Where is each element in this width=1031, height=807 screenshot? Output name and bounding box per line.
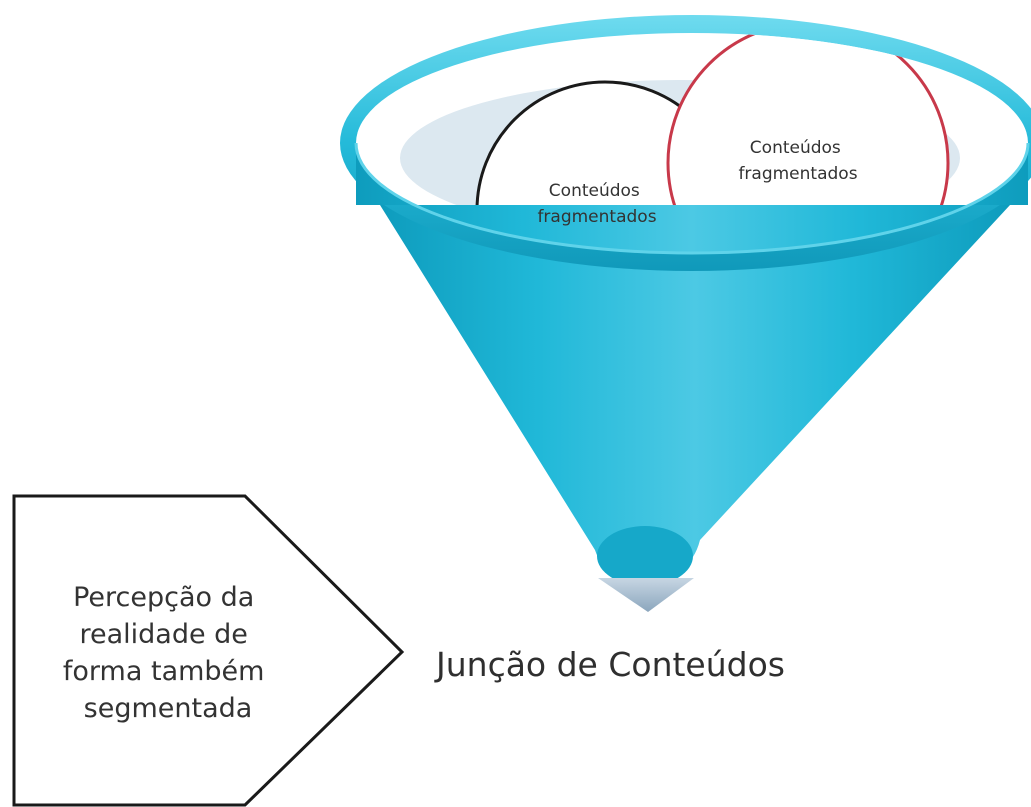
pentagon-arrow [12, 494, 405, 807]
funnel-tip [597, 526, 693, 586]
funnel-body [380, 205, 1010, 582]
circle-left-label: Conteúdos fragmentados [537, 181, 656, 227]
funnel-front-lip [356, 143, 1028, 253]
circle-right-label: Conteúdos fragmentados [738, 138, 857, 184]
down-arrow [598, 578, 694, 612]
result-label: Junção de Conteúdos [434, 645, 785, 684]
funnel-lip-edge [354, 142, 1030, 255]
pentagon-label: Percepção da realidade de forma também s… [63, 582, 273, 724]
